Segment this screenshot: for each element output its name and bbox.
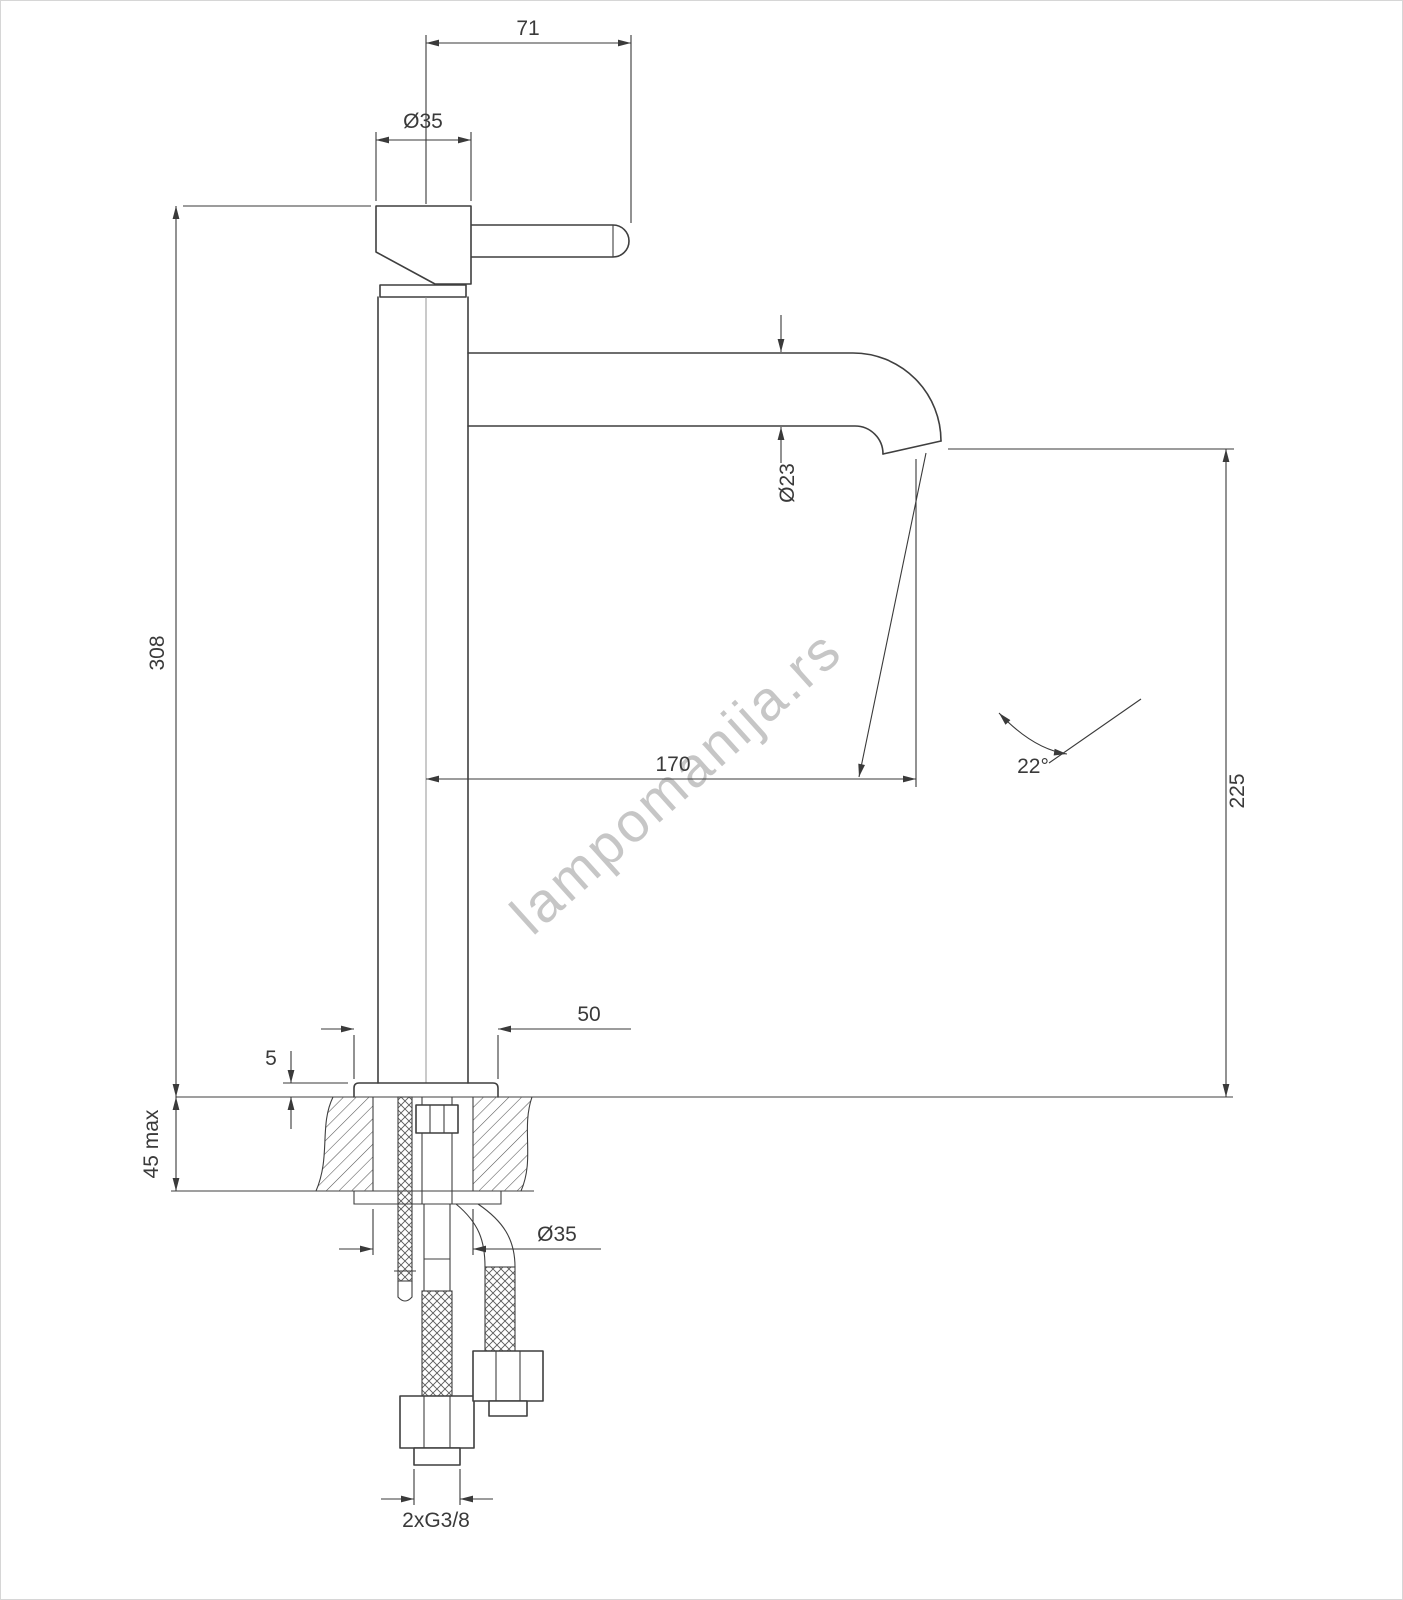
cartridge-head (375, 205, 472, 285)
faucet-body (353, 205, 942, 1098)
hose2-curve-left (455, 1203, 486, 1268)
spout-outer-edge (467, 352, 942, 442)
lever-handle (468, 224, 630, 258)
base-plate (353, 1082, 499, 1098)
dim-base-width-label: 50 (577, 1003, 600, 1026)
dim-body-height-label: 308 (146, 635, 169, 670)
counter-break-edge-right (520, 1096, 533, 1192)
stud-fork-clip (397, 1281, 413, 1302)
collar-ring (379, 284, 467, 298)
mounting-hardware (353, 1096, 502, 1302)
washer-plate (353, 1191, 502, 1205)
dimension-annotations: 71 Ø35 308 Ø23 170 22° 225 50 (140, 17, 1249, 1532)
hose2-thread-fitting (488, 1400, 528, 1417)
hose1-hex-nut (399, 1395, 475, 1449)
dim-spout-diameter-label: Ø23 (776, 463, 799, 503)
dim-handle-length-label: 71 (516, 17, 539, 40)
dim-counter-thickness-label: 45 max (140, 1109, 163, 1178)
dim-stream-angle-label: 22° (1017, 755, 1049, 778)
hose1-braided-section (421, 1290, 453, 1397)
watermark-text: lampomanija.rs (498, 617, 854, 946)
angle-leg-stream (858, 452, 927, 778)
counter-hatch-right (473, 1097, 532, 1191)
spout-inner-edge (467, 425, 884, 455)
threaded-stud (397, 1096, 413, 1282)
hose1-thread-fitting (413, 1447, 461, 1466)
dim-supply-connection-label: 2xG3/8 (402, 1509, 470, 1532)
angle-arc (998, 712, 1068, 756)
hose2-braided-section (484, 1266, 516, 1352)
spout-outlet-cut (882, 440, 942, 455)
countertop-section (171, 1096, 1233, 1192)
dim-spout-reach-label: 170 (655, 753, 690, 776)
counter-break-edge-left (315, 1096, 334, 1192)
dim-top-diameter-label: Ø35 (403, 110, 443, 133)
dim-hole-diameter-label: Ø35 (537, 1223, 577, 1246)
supply-hoses (399, 1203, 544, 1466)
counter-hatch-left (316, 1097, 373, 1191)
hose2-curve-right (477, 1203, 516, 1268)
hose2-hex-nut (472, 1350, 544, 1402)
fixing-nut (415, 1104, 459, 1134)
dim-spout-height-label: 225 (1226, 773, 1249, 808)
dim-base-thickness-label: 5 (265, 1047, 277, 1070)
